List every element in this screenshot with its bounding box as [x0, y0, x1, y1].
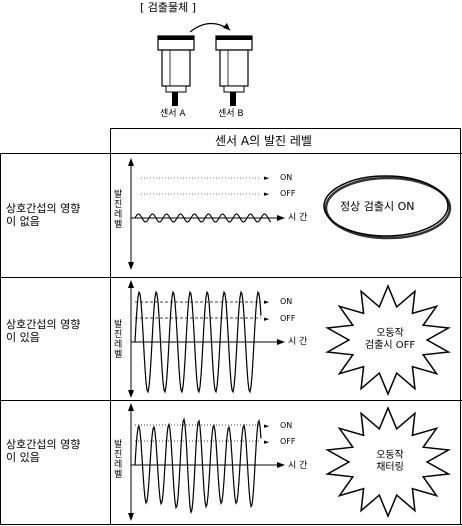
oscillation-chart-1: [128, 158, 285, 270]
detected-object-label: [ 검출물체 ]: [140, 1, 197, 14]
chart1-off-label: OFF: [280, 189, 296, 198]
table-divider-2: [0, 400, 462, 401]
result-text-2: 오동작 검출시 OFF: [364, 328, 416, 351]
chart1-y-label: 발진레벨: [114, 190, 123, 230]
sensor-b-label: 센서 B: [218, 109, 244, 119]
chart2-off-label: OFF: [280, 314, 296, 323]
chart3-on-arrow-icon: ►: [264, 422, 270, 430]
table-border-top: [110, 128, 461, 129]
result-starburst-2: [325, 284, 451, 396]
table-border-bottom: [0, 524, 462, 525]
chart2-y-label: 발진레벨: [114, 320, 124, 360]
chart2-on-label: ON: [280, 297, 293, 306]
sensor-a-icon: [157, 35, 195, 106]
chart3-x-label: 시 간: [288, 461, 308, 471]
result-ellipse-1: [323, 175, 452, 240]
row-label-2: 상호간섭의 영향 이 있음: [6, 318, 81, 344]
table-border-header-bottom: [0, 153, 462, 154]
result-text-3: 오동작 채터링: [376, 450, 404, 473]
result-text-1: 정상 검출시 ON: [340, 200, 415, 213]
table-border-right: [460, 128, 461, 525]
result-starburst-3: [325, 406, 451, 518]
row-label-1: 상호간섭의 영향 이 없음: [6, 202, 81, 228]
oscillation-chart-2: [128, 280, 285, 398]
chart3-y-label: 발진레벨: [114, 440, 124, 480]
sensor-a-label: 센서 A: [160, 109, 186, 119]
sensor-b-icon: [215, 35, 253, 106]
chart1-x-label: 시 간: [288, 213, 308, 223]
chart1-off-arrow-icon: ►: [264, 190, 270, 198]
table-header: 센서 A의 발진 레벨: [215, 134, 312, 148]
row-label-3: 상호간섭의 영향 이 있음: [6, 438, 81, 464]
chart2-off-arrow-icon: ►: [264, 315, 270, 323]
chart2-on-arrow-icon: ►: [264, 298, 270, 306]
table-column-divider: [110, 128, 111, 525]
chart3-off-label: OFF: [280, 437, 296, 446]
chart1-on-arrow-icon: ►: [264, 174, 270, 182]
chart2-x-label: 시 간: [288, 337, 308, 347]
table-border-left: [0, 153, 1, 525]
sensor-illustration: [157, 22, 253, 106]
chart1-on-label: ON: [280, 173, 293, 182]
oscillation-chart-3: [128, 403, 285, 521]
table-divider-1: [0, 277, 462, 278]
chart3-on-label: ON: [280, 421, 293, 430]
chart3-off-arrow-icon: ►: [264, 438, 270, 446]
